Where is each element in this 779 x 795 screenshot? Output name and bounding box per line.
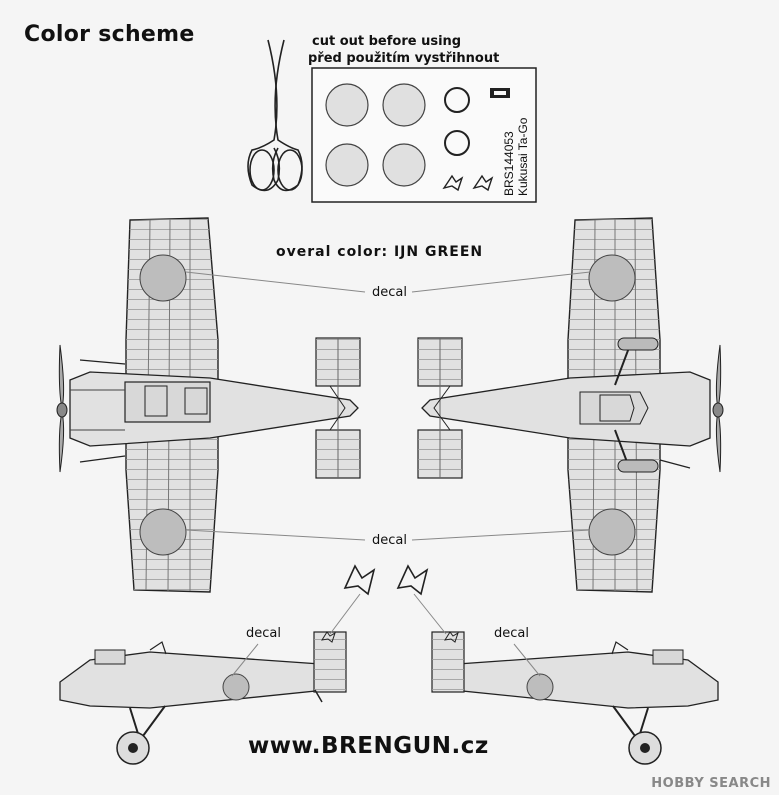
bottom-view-aircraft [417, 217, 724, 593]
side-view-right-aircraft [431, 631, 719, 765]
website-link[interactable]: www.BRENGUN.cz [248, 733, 489, 759]
decal-sheet [311, 67, 537, 203]
decal-label-middle: decal [372, 533, 407, 548]
top-wing-roundel-upper [139, 254, 187, 302]
decal-label-side-right: decal [494, 626, 529, 641]
bottom-wing-roundel-lower [588, 508, 636, 556]
top-view-aircraft [56, 217, 361, 593]
side-view-left-aircraft [59, 631, 347, 765]
scissors-icon [247, 39, 303, 192]
leader-lines [185, 271, 591, 677]
page-title: Color scheme [24, 22, 195, 47]
decal-label-top: decal [372, 285, 407, 300]
bottom-wing-roundel-upper [588, 254, 636, 302]
decal-label-side-left: decal [246, 626, 281, 641]
decal-sheet-code: BRS144053 [502, 131, 516, 196]
top-wing-roundel-lower [139, 508, 187, 556]
decal-sheet-name: Kukusai Ta-Go [516, 117, 530, 197]
tail-insignia-icons [343, 564, 429, 596]
cut-note-line2: před použitím vystřihnout [308, 51, 500, 66]
cut-note-line1: cut out before using [312, 34, 462, 49]
overall-color-label: overal color: IJN GREEN [276, 244, 484, 260]
watermark: HOBBY SEARCH [651, 776, 771, 791]
